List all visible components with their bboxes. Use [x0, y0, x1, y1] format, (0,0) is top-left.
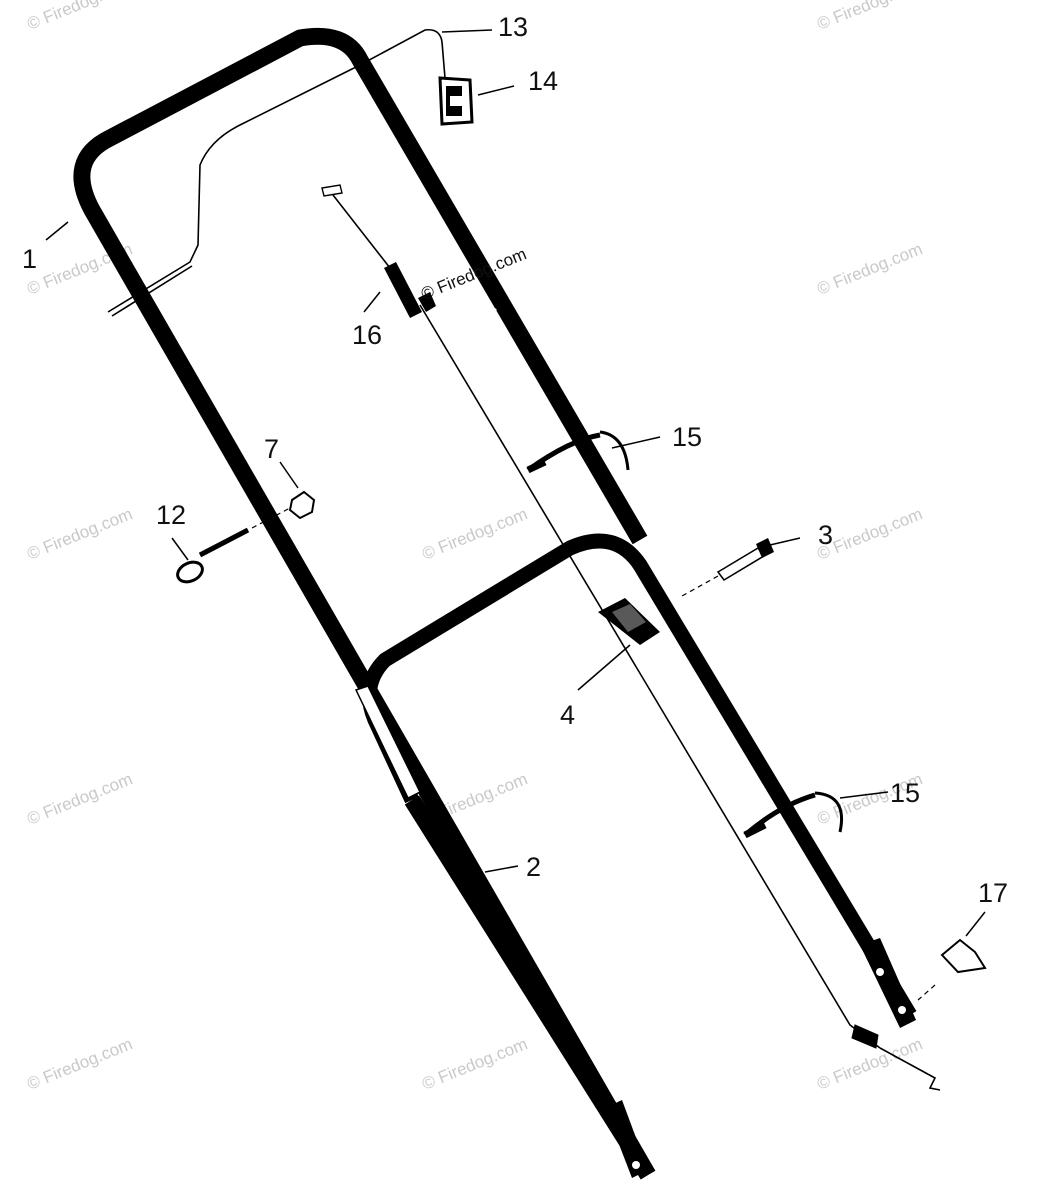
eye-bolt — [176, 507, 291, 584]
watermark-text: © Firedog.com — [24, 504, 135, 563]
control-cable — [107, 28, 941, 1091]
callout-13: 13 — [498, 12, 528, 42]
callout-17: 17 — [978, 878, 1008, 908]
cable-clip — [438, 76, 474, 126]
leader-lines — [45, 29, 986, 937]
callout-14: 14 — [528, 66, 558, 96]
callout-12: 12 — [156, 500, 186, 530]
hitch-pin — [917, 938, 987, 1001]
upper-handle — [73, 27, 656, 1180]
callout-7: 7 — [264, 434, 279, 464]
watermark-text: © Firedog.com — [24, 1034, 135, 1093]
watermark-layer: © Firedog.com © Firedog.com © Firedog.co… — [24, 0, 925, 1094]
callout-3: 3 — [818, 520, 833, 550]
cable-tie-lower — [743, 791, 843, 839]
watermark-text: © Firedog.com — [419, 1034, 530, 1093]
callout-labels: 1 2 3 4 7 12 13 14 15 15 16 17 — [22, 12, 1008, 908]
carriage-bolt — [681, 538, 774, 597]
watermark-text: © Firedog.com — [24, 769, 135, 828]
callout-15-upper: 15 — [672, 422, 702, 452]
callout-15-lower: 15 — [890, 778, 920, 808]
cable-tie-upper — [526, 430, 630, 474]
watermark-text: © Firedog.com — [419, 504, 530, 563]
handle-knob — [598, 598, 660, 645]
callout-2: 2 — [526, 852, 541, 882]
callout-16: 16 — [352, 320, 382, 350]
watermark-text: © Firedog.com — [24, 0, 135, 34]
lower-handle — [354, 533, 917, 1180]
callout-1: 1 — [22, 244, 37, 274]
hex-nut — [288, 490, 316, 520]
watermark-text: © Firedog.com — [814, 239, 925, 298]
callout-4: 4 — [560, 700, 575, 730]
watermark-text: © Firedog.com — [814, 0, 925, 34]
